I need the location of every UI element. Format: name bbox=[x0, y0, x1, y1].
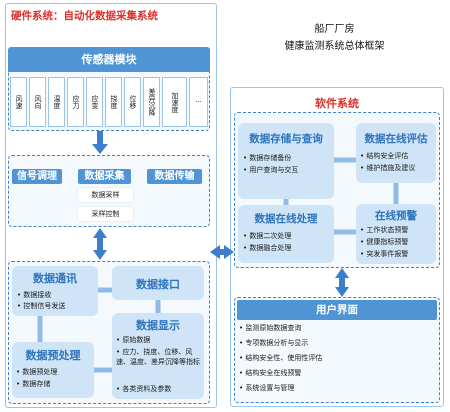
online-eval-panel: 数据在线评估 • 结构安全评估 • 维护措施及建议 bbox=[356, 123, 436, 183]
ui-item: • 专项数据分析与显示 bbox=[239, 339, 309, 347]
ui-item: • 系统设置与管理 bbox=[239, 384, 295, 392]
data-display-item: • 应力、挠度、位移、风速、温度、差异沉降等指标 bbox=[116, 348, 200, 366]
data-interface-title: 数据接口 bbox=[136, 278, 180, 291]
warning-panel: 在线预警 • 工作状态预警 • 健康指标预警 • 突发事件报警 bbox=[356, 204, 436, 264]
data-comm-item: • 控制信号发送 bbox=[17, 302, 66, 310]
down-arrow-icon bbox=[92, 131, 108, 154]
warning-item: • 突发事件报警 bbox=[360, 250, 409, 258]
sensor-item: 应变 bbox=[86, 77, 103, 127]
hardware-connectors bbox=[37, 287, 161, 373]
sensor-item: 差异沉降 bbox=[143, 77, 160, 127]
horizontal-double-arrow-icon bbox=[210, 245, 234, 259]
online-proc-item: • 数据二次处理 bbox=[243, 232, 292, 240]
sensor-item: 加速度 bbox=[162, 77, 187, 127]
preprocess-item: • 数据预处理 bbox=[16, 368, 58, 376]
sensor-row: 风速 风向 温度 应力 应变 挠度 位移 差异沉降 加速度 ··· bbox=[9, 77, 209, 127]
ui-item: • 结构安全性、使用性评估 bbox=[239, 354, 323, 362]
sampling-control-chip: 采样控制 bbox=[78, 207, 133, 221]
sensor-item: 位移 bbox=[124, 77, 141, 127]
software-outer-frame bbox=[230, 87, 444, 407]
ui-banner: 用户界面 bbox=[237, 300, 437, 320]
ui-item: • 结构安全在线预警 bbox=[239, 369, 302, 377]
data-display-item: • 原始数据 bbox=[116, 336, 151, 344]
online-eval-item: • 结构安全评估 bbox=[360, 152, 409, 160]
ui-item: • 监测原始数据查询 bbox=[239, 324, 302, 332]
software-title: 软件系统 bbox=[315, 97, 359, 110]
software-connectors bbox=[283, 157, 399, 235]
data-comm-panel: 数据通讯 • 数据接收 • 控制信号发送 bbox=[12, 266, 98, 316]
software-double-arrow-icon bbox=[335, 268, 349, 297]
sensor-item: ··· bbox=[189, 77, 208, 127]
data-display-title: 数据显示 bbox=[136, 319, 180, 332]
sensor-item: 应力 bbox=[67, 77, 84, 127]
preprocess-title: 数据预处理 bbox=[25, 349, 81, 362]
preprocess-item: • 数据存储 bbox=[16, 380, 51, 388]
sensor-item: 风速 bbox=[10, 77, 27, 127]
data-interface-panel: 数据接口 bbox=[112, 266, 204, 300]
online-proc-title: 数据在线处理 bbox=[254, 213, 318, 225]
data-comm-title: 数据通讯 bbox=[33, 272, 77, 285]
sensor-module-banner: 传感器模块 bbox=[8, 47, 210, 72]
storage-title: 数据存储与查询 bbox=[249, 133, 323, 145]
storage-panel: 数据存储与查询 • 数据存储备份 • 用户查询与交互 bbox=[238, 123, 334, 199]
hardware-outer-frame bbox=[5, 3, 217, 408]
data-display-item: • 各类资料及参数 bbox=[116, 385, 172, 393]
sensor-item: 风向 bbox=[29, 77, 46, 127]
vertical-double-arrow-icon bbox=[93, 228, 107, 260]
main-title-line2: 健康监测系统总体框架 bbox=[284, 41, 385, 52]
online-eval-item: • 维护措施及建议 bbox=[360, 164, 416, 172]
online-eval-title: 数据在线评估 bbox=[364, 133, 428, 145]
preprocess-panel: 数据预处理 • 数据预处理 • 数据存储 bbox=[12, 342, 94, 398]
warning-title: 在线预警 bbox=[375, 210, 417, 222]
sensor-item: 挠度 bbox=[105, 77, 122, 127]
storage-item: • 数据存储备份 bbox=[243, 154, 292, 162]
storage-item: • 用户查询与交互 bbox=[243, 166, 299, 174]
data-acquisition-label: 数据采集 bbox=[78, 169, 131, 184]
signal-conditioning-label: 信号调理 bbox=[12, 169, 62, 184]
online-proc-item: • 数据融合处理 bbox=[243, 244, 292, 252]
data-sampling-chip: 数据采样 bbox=[78, 188, 133, 202]
warning-item: • 健康指标预警 bbox=[360, 238, 409, 246]
sensor-item: 温度 bbox=[48, 77, 65, 127]
online-proc-panel: 数据在线处理 • 数据二次处理 • 数据融合处理 bbox=[238, 205, 334, 263]
warning-item: • 工作状态预警 bbox=[360, 226, 409, 234]
data-comm-item: • 数据接收 bbox=[17, 291, 52, 299]
data-transmission-label: 数据传输 bbox=[147, 169, 202, 184]
data-display-panel: 数据显示 • 原始数据 • 应力、挠度、位移、风速、温度、差异沉降等指标 • 各… bbox=[112, 313, 204, 399]
main-title-line1: 船厂厂房 bbox=[314, 24, 355, 35]
hardware-title: 硬件系统：自动化数据采集系统 bbox=[11, 10, 158, 22]
